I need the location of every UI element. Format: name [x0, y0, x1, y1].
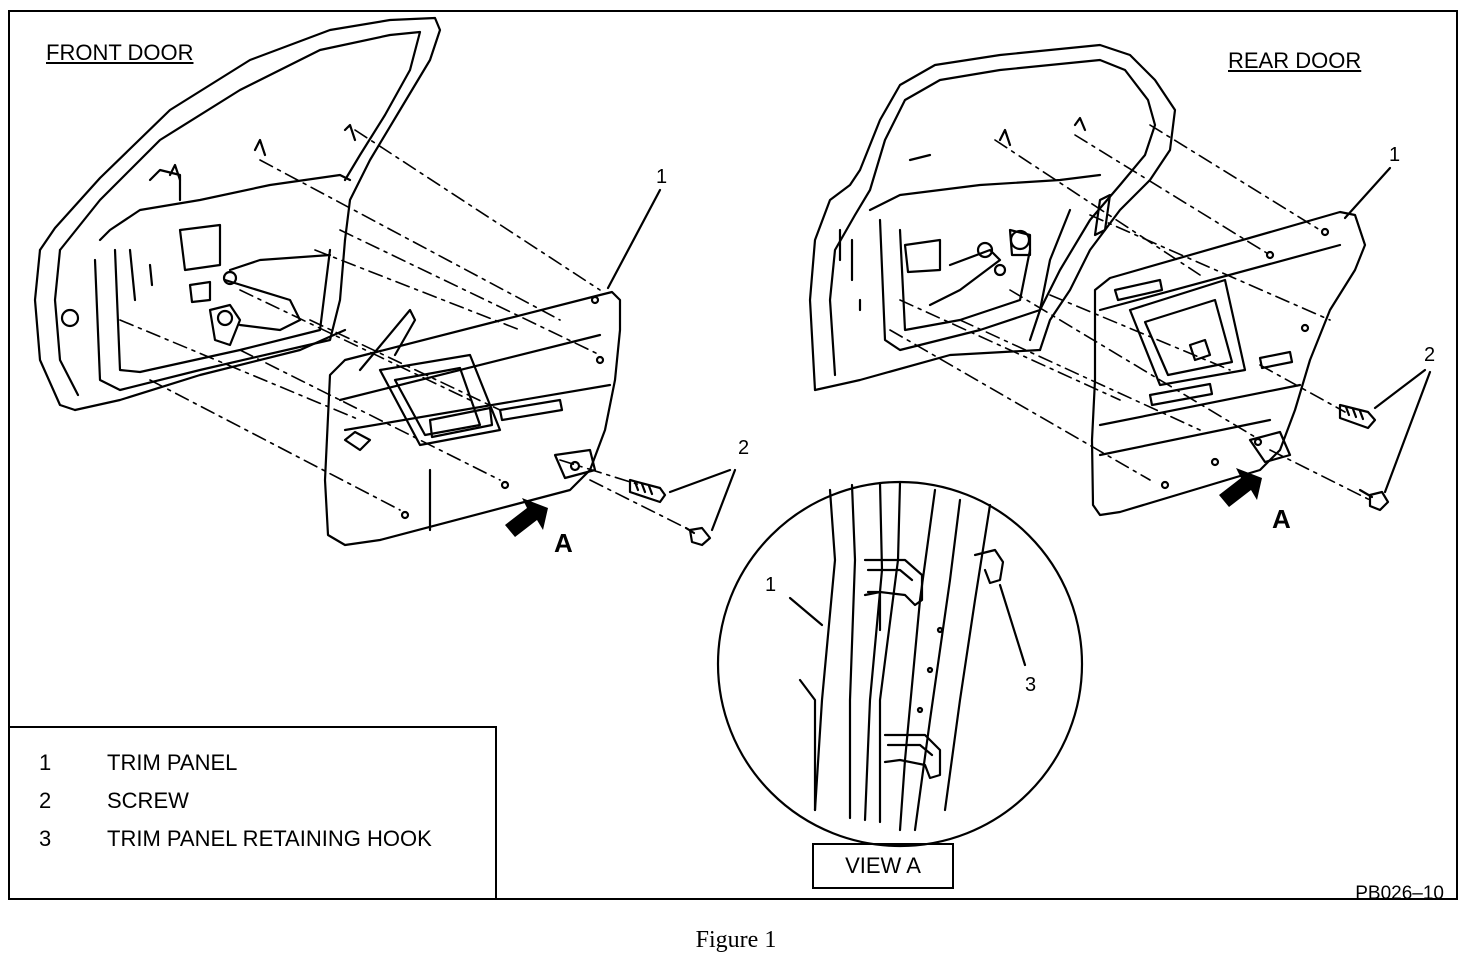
front-screws — [628, 478, 712, 547]
front-trim-panel — [323, 290, 622, 547]
legend-number: 1 — [39, 750, 52, 775]
legend-row: 1 TRIM PANEL — [39, 752, 237, 774]
figure-frame — [8, 10, 1458, 900]
rear-screws — [1338, 403, 1390, 512]
front-door-title: FRONT DOOR — [46, 40, 194, 65]
legend-text: TRIM PANEL — [107, 750, 238, 775]
rear-door-frame — [808, 43, 1177, 392]
legend-text: TRIM PANEL RETAINING HOOK — [107, 826, 432, 851]
view-a-label: VIEW A — [812, 843, 954, 889]
view-a-detail — [716, 480, 1084, 848]
callout-1-front: 1 — [656, 166, 668, 188]
rear-door-title: REAR DOOR — [1228, 48, 1362, 73]
legend-text: SCREW — [107, 788, 189, 813]
rear-trim-panel — [1090, 210, 1367, 517]
callout-1-rear: 1 — [1389, 144, 1401, 166]
legend-number: 3 — [39, 826, 52, 851]
figure-caption: Figure 1 — [695, 927, 777, 953]
legend-row: 2 SCREW — [39, 790, 189, 812]
callout-3-view-a: 3 — [1025, 674, 1037, 696]
legend-number: 2 — [39, 788, 52, 813]
legend-box: 1 TRIM PANEL 2 SCREW 3 TRIM PANEL RETAINING… — [9, 726, 497, 900]
view-arrows — [505, 468, 1262, 537]
figure-code: PB026–10 — [1355, 883, 1444, 904]
arrow-a-rear-label: A — [1272, 504, 1291, 534]
arrow-a-front-label: A — [554, 528, 573, 558]
front-door-frame — [33, 16, 442, 412]
callout-1-view-a: 1 — [765, 574, 777, 596]
legend-row: 3 TRIM PANEL RETAINING HOOK — [39, 828, 432, 850]
callout-2-rear: 2 — [1424, 344, 1436, 366]
callout-2-front: 2 — [738, 437, 750, 459]
